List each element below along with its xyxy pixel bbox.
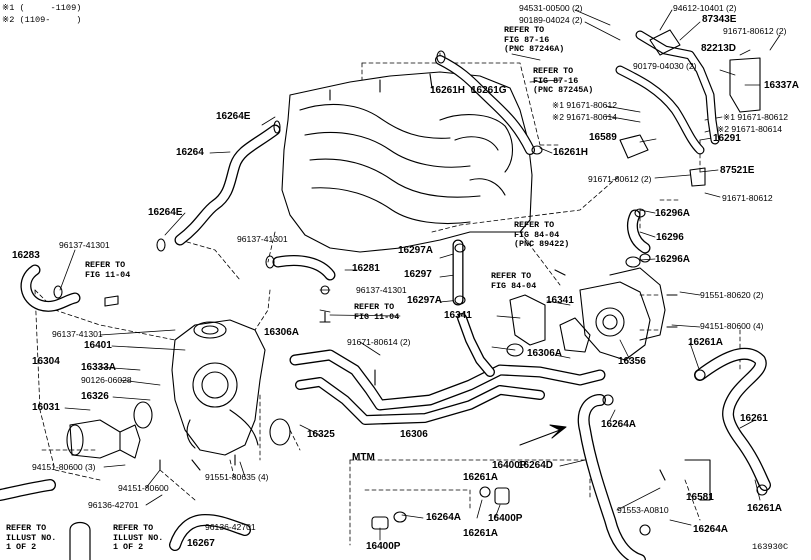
part-16325: 16325 [307,429,335,440]
part-16297a-top: 16297A [398,245,434,256]
part-91671-80614-s2a: ※2 91671-80614 [552,112,618,122]
part-91671-80612-top: 91671-80612 (2) [723,26,787,36]
part-16304: 16304 [32,356,60,367]
part-16297: 16297 [404,269,432,280]
part-82213d: 82213D [701,43,737,54]
part-91551-80635: 91551-80635 (4) [205,472,269,482]
part-16341-a: 16341 [546,295,574,306]
part-16400p-low: 16400P [488,513,523,524]
part-16297a-mid: 16297A [407,295,443,306]
part-16264a-right: 16264A [693,524,729,535]
part-96137-41301-d: 96137-41301 [52,329,103,339]
part-16326: 16326 [81,391,109,402]
part-16281: 16281 [352,263,380,274]
part-16261h-mid: 16261H [553,147,589,158]
part-16261: 16261 [740,413,768,424]
part-94531-00500: 94531-00500 (2) [519,3,583,13]
diagram-code: 163930C [752,542,789,552]
part-16261h-top: 16261H [430,85,466,96]
clamps [53,50,768,536]
part-94151-80600-3: 94151-80600 (3) [32,462,96,472]
part-16264d: 16264D [518,460,554,471]
part-16261a-top: 16261A [688,337,724,348]
ref-fig-84-04: REFER TO FIG 84-04 [491,271,537,291]
part-16264e-left: 16264E [148,207,183,218]
part-16341-b: 16341 [444,310,472,321]
part-87343e: 87343E [702,14,737,25]
part-16337a: 16337A [764,80,800,91]
part-90179-04030: 90179-04030 (2) [633,61,697,71]
part-96136-42701-a: 96136-42701 [88,500,139,510]
water-pump-assembly [66,256,666,459]
part-16296a-top: 16296A [655,208,691,219]
part-96136-42701-b: 96136-42701 [205,522,256,532]
note-1: ※1 ( -1109) [2,3,82,13]
part-16261a-bot: 16261A [463,528,499,539]
part-16283: 16283 [12,250,40,261]
top-right-hardware [615,29,761,187]
part-91671-80612-s1a: ※1 91671-80612 [552,100,618,110]
part-16306a-mid: 16306A [527,348,563,359]
part-16296: 16296 [656,232,684,243]
part-91671-80614: 91671-80614 (2) [347,337,411,347]
part-91671-80614-s2b: ※2 91671-80614 [717,124,783,134]
water-pipes [289,313,606,425]
part-91671-80612-right: 91671-80612 [722,193,773,203]
part-96137-41301-a: 96137-41301 [237,234,288,244]
part-16400p-top: 16400P [492,460,527,471]
ref-illust-right: REFER TO ILLUST NO. 1 OF 2 [113,523,164,553]
part-16356: 16356 [618,356,646,367]
part-16267: 16267 [187,538,215,549]
part-16581: 16581 [686,492,714,503]
part-16264a-mid: 16264A [601,419,637,430]
ref-fig-84-04-89422: REFER TO FIG 84-04 (PNC 89422) [514,220,570,250]
part-16296a-mid: 16296A [655,254,691,265]
part-16400p-bot: 16400P [366,541,401,552]
part-90189-04024: 90189-04024 (2) [519,15,583,25]
part-91553-a0810: 91553-A0810 [617,505,669,515]
part-94151-80600: 94151-80600 [118,483,169,493]
part-16031: 16031 [32,402,60,413]
part-94612-10401: 94612-10401 (2) [673,3,737,13]
part-16306a-top: 16306A [264,327,300,338]
part-16264a-low: 16264A [426,512,462,523]
ref-fig-11-04-left: REFER TO FIG 11-04 [85,260,131,280]
part-96137-41301-b: 96137-41301 [59,240,110,250]
part-16589: 16589 [589,132,617,143]
part-90126-06028: 90126-06028 [81,375,132,385]
part-16291: 16291 [713,133,741,144]
hoses [0,55,771,560]
part-16306: 16306 [400,429,428,440]
leader-lines [59,9,781,541]
leader-lines-dashed [34,49,741,546]
ref-fig-87-16-87246a: REFER TO FIG 87-16 (PNC 87246A) [504,25,565,55]
mtm-label: MTM [352,452,375,463]
part-16261g: 16261G [471,85,507,96]
part-91671-80612-mid: 91671-80612 (2) [588,174,652,184]
ref-fig-11-04-center: REFER TO FIG 11-04 [354,302,400,322]
part-16264: 16264 [176,147,204,158]
direction-arrow [519,424,567,446]
part-16401: 16401 [84,340,112,351]
part-87521e: 87521E [720,165,755,176]
ref-illust-left: REFER TO ILLUST NO. 1 OF 2 [6,523,57,553]
part-16264e-top: 16264E [216,111,251,122]
part-16261a-right: 16261A [747,503,783,514]
ref-fig-87-16-87245a: REFER TO FIG 87-16 (PNC 87245A) [533,66,594,96]
part-91671-80612-s1b: ※1 91671-80612 [723,112,789,122]
part-16261a-low: 16261A [463,472,499,483]
part-96137-41301-c: 96137-41301 [356,285,407,295]
intake-manifold [281,71,533,253]
note-2: ※2 (1109- ) [2,15,82,25]
part-16333a: 16333A [81,362,117,373]
part-91551-80620: 91551-80620 (2) [700,290,764,300]
part-94151-80600-4: 94151-80600 (4) [700,321,764,331]
